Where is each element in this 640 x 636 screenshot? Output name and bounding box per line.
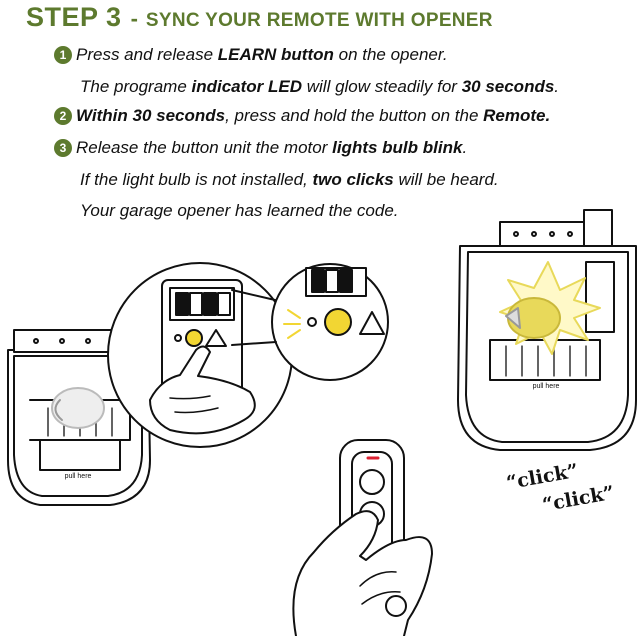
opener-right-label: pull here <box>533 383 560 390</box>
opener-left-label: pull here <box>65 473 92 480</box>
remote-with-hand <box>293 440 432 636</box>
panel-callout <box>108 263 292 447</box>
opener-right <box>458 210 636 450</box>
